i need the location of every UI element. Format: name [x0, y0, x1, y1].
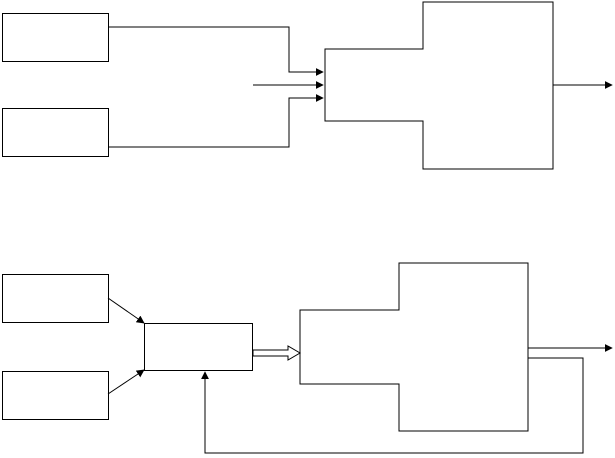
lower-feedback-line — [201, 357, 584, 454]
upper-input-box-2 — [2, 108, 109, 157]
lower-diagram — [2, 262, 613, 454]
lower-input-box-2 — [2, 371, 109, 420]
lower-connector-1 — [107, 297, 145, 324]
upper-connector-1 — [108, 26, 324, 76]
lower-intermediate-box — [144, 323, 253, 371]
lower-connector-2 — [107, 369, 145, 395]
upper-main-block — [324, 1, 554, 170]
upper-input-box-1 — [2, 13, 109, 62]
lower-input-box-1 — [2, 274, 109, 323]
lower-hollow-arrow — [252, 345, 301, 361]
upper-diagram — [2, 1, 613, 170]
lower-main-block — [299, 262, 529, 432]
upper-connector-3 — [108, 94, 324, 148]
